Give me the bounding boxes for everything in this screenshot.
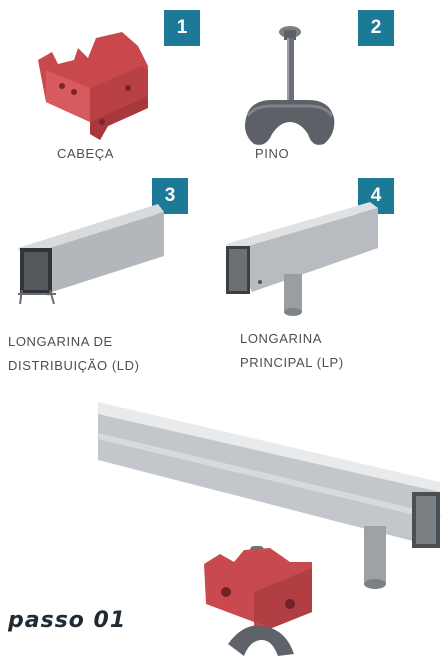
part-1-badge: 1 (164, 10, 200, 46)
main-beam-icon (226, 202, 378, 316)
part-2-badge: 2 (358, 10, 394, 46)
pin-icon (245, 26, 335, 145)
part-2-label: PINO (255, 146, 290, 161)
part-4-label-line-1: LONGARINA (240, 331, 322, 346)
step-title: passo 01 (8, 608, 127, 633)
part-3-label-line-1: LONGARINA DE (8, 334, 113, 349)
distribution-beam-icon (18, 204, 164, 305)
part-1-label: CABEÇA (57, 146, 115, 161)
head-bracket-icon (38, 32, 148, 140)
part-3-label-line-2: DISTRIBUIÇÃO (LD) (8, 358, 140, 373)
part-4-label-line-2: PRINCIPAL (LP) (240, 355, 344, 370)
assembly-illustration (97, 402, 441, 656)
